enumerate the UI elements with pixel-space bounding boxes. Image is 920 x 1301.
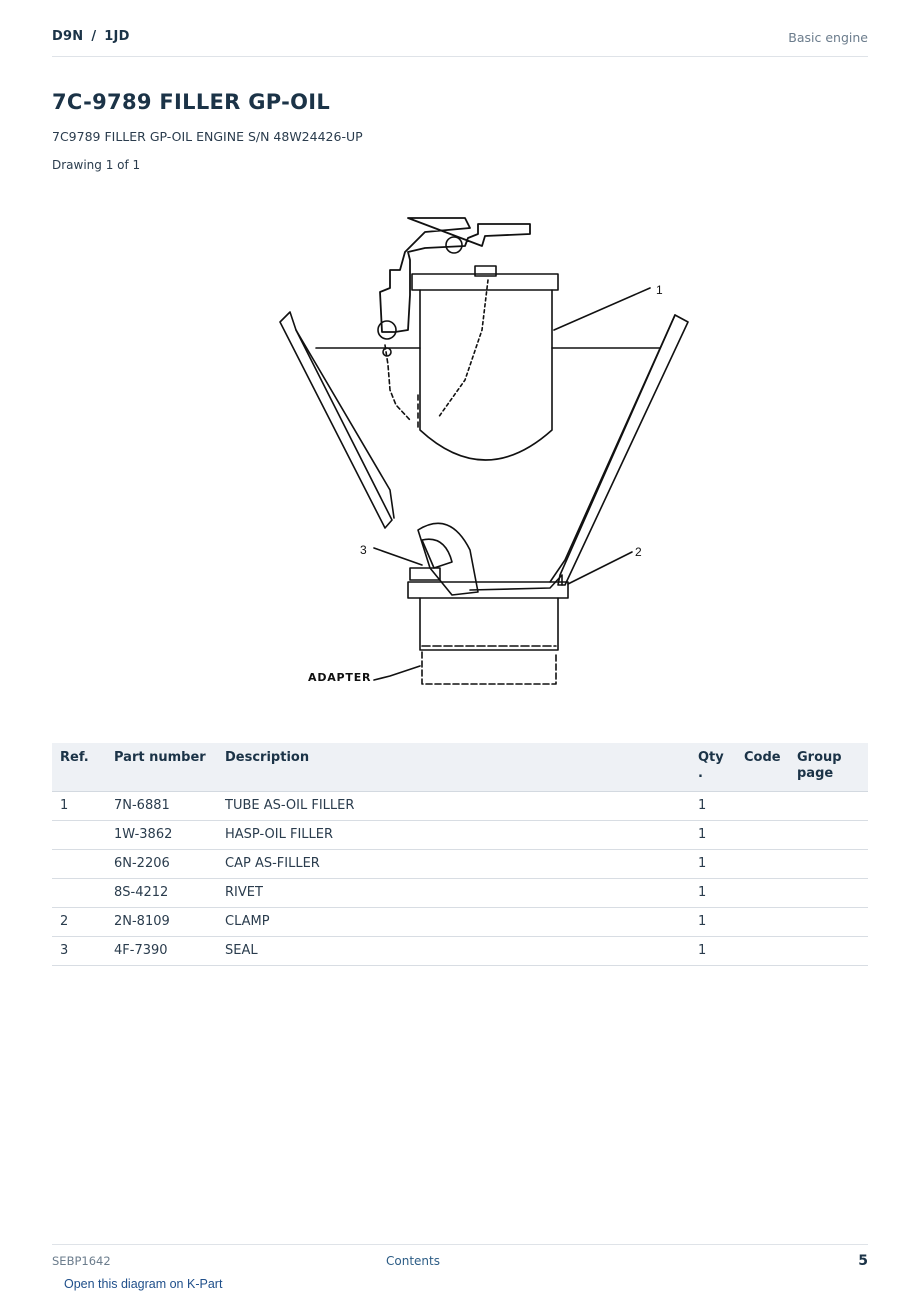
table-row: 3 4F-7390 SEAL 1: [52, 936, 868, 966]
funnel-left-lower: [295, 329, 395, 519]
cell-ref: [52, 878, 106, 908]
drawing-count: Drawing 1 of 1: [52, 158, 141, 172]
cell-part-number: 2N-8109: [106, 907, 217, 937]
cell-qty: 1: [690, 820, 736, 850]
col-ref-header: Ref.: [52, 743, 106, 792]
kpart-diagram-link[interactable]: Open this diagram on K-Part: [64, 1277, 223, 1291]
contents-link[interactable]: Contents: [386, 1254, 440, 1268]
hasp-ring: [382, 347, 392, 357]
funnel-right-lower: [549, 314, 676, 583]
callout-2-leader: [567, 551, 633, 585]
page-title: 7C-9789 FILLER GP-OIL: [52, 90, 331, 114]
filler-tube: [419, 289, 553, 461]
cell-description: RIVET: [217, 878, 690, 908]
callout-2-label: 2: [635, 545, 642, 559]
callout-1-leader: [553, 287, 651, 331]
clamp-band: [407, 581, 569, 599]
cell-qty: 1: [690, 878, 736, 908]
document-id: SEBP1642: [52, 1254, 111, 1268]
breadcrumb-model: D9N: [52, 29, 84, 44]
callout-3-label: 3: [360, 543, 367, 557]
adapter-leader: [373, 665, 421, 681]
parts-diagram: 1 2 3 ADAPTER: [220, 190, 700, 710]
cell-qty: 1: [690, 791, 736, 821]
cell-description: HASP-OIL FILLER: [217, 820, 690, 850]
page-number: 5: [858, 1253, 868, 1269]
col-description-header: Description: [217, 743, 690, 792]
hasp-chain: [384, 344, 411, 421]
cell-group-page: [789, 878, 868, 908]
cell-group-page: [789, 849, 868, 879]
cell-code: [736, 791, 789, 821]
table-row: 6N-2206 CAP AS-FILLER 1: [52, 849, 868, 879]
page-subtitle: 7C9789 FILLER GP-OIL ENGINE S/N 48W24426…: [52, 129, 363, 144]
cell-code: [736, 820, 789, 850]
funnel-left-wall: [279, 311, 393, 529]
table-row: 1W-3862 HASP-OIL FILLER 1: [52, 820, 868, 850]
cell-code: [736, 849, 789, 879]
table-row: 2 2N-8109 CLAMP 1: [52, 907, 868, 937]
cell-group-page: [789, 820, 868, 850]
breadcrumb-separator: /: [91, 29, 97, 44]
parts-table-body: 1 7N-6881 TUBE AS-OIL FILLER 1 1W-3862 H…: [52, 791, 868, 966]
table-row: 1 7N-6881 TUBE AS-OIL FILLER 1: [52, 791, 868, 821]
cell-part-number: 7N-6881: [106, 791, 217, 821]
cell-part-number: 1W-3862: [106, 820, 217, 850]
cell-group-page: [789, 907, 868, 937]
cap-chain: [437, 279, 489, 419]
hasp-pin-top: [445, 236, 463, 254]
cell-part-number: 8S-4212: [106, 878, 217, 908]
cell-code: [736, 878, 789, 908]
cell-qty: 1: [690, 907, 736, 937]
cap-knob: [474, 265, 497, 277]
cell-ref: 3: [52, 936, 106, 966]
cell-description: TUBE AS-OIL FILLER: [217, 791, 690, 821]
col-group-page-header: Group page: [789, 743, 868, 792]
adapter-collar: [421, 651, 557, 685]
table-row: 8S-4212 RIVET 1: [52, 878, 868, 908]
callout-1-label: 1: [656, 283, 663, 297]
col-part-number-header: Part number: [106, 743, 217, 792]
cell-part-number: 4F-7390: [106, 936, 217, 966]
cell-qty: 1: [690, 936, 736, 966]
parts-table: Ref. Part number Description Qty . Code …: [52, 743, 868, 966]
callout-3-leader: [373, 547, 423, 566]
breadcrumb: D9N / 1JD: [52, 29, 130, 44]
cell-description: CLAMP: [217, 907, 690, 937]
cell-ref: 2: [52, 907, 106, 937]
seal-ring: [417, 522, 479, 596]
cell-qty: 1: [690, 849, 736, 879]
cell-code: [736, 936, 789, 966]
cell-ref: 1: [52, 791, 106, 821]
cell-description: SEAL: [217, 936, 690, 966]
hasp-pin-lower: [377, 320, 397, 340]
seal-block: [409, 567, 441, 581]
page-header: D9N / 1JD Basic engine: [52, 0, 868, 57]
parts-table-header-row: Ref. Part number Description Qty . Code …: [52, 743, 868, 792]
cell-group-page: [789, 791, 868, 821]
seal-inner: [421, 538, 453, 569]
cell-part-number: 6N-2206: [106, 849, 217, 879]
adapter-label: ADAPTER: [308, 671, 371, 684]
breadcrumb-serial-prefix: 1JD: [104, 29, 130, 44]
parts-table-head: Ref. Part number Description Qty . Code …: [52, 743, 868, 792]
adapter-tube: [419, 597, 559, 651]
hasp-bracket: [379, 217, 531, 333]
cell-ref: [52, 849, 106, 879]
col-qty-header: Qty .: [690, 743, 736, 792]
col-code-header: Code: [736, 743, 789, 792]
funnel-right-wall: [557, 314, 689, 586]
cell-description: CAP AS-FILLER: [217, 849, 690, 879]
cell-ref: [52, 820, 106, 850]
filler-drawing: 1 2 3 ADAPTER: [279, 217, 689, 685]
section-name: Basic engine: [788, 30, 868, 45]
cell-group-page: [789, 936, 868, 966]
filler-cap: [411, 273, 559, 291]
cell-code: [736, 907, 789, 937]
page-footer: SEBP1642 Contents 5 Open this diagram on…: [52, 1244, 868, 1301]
